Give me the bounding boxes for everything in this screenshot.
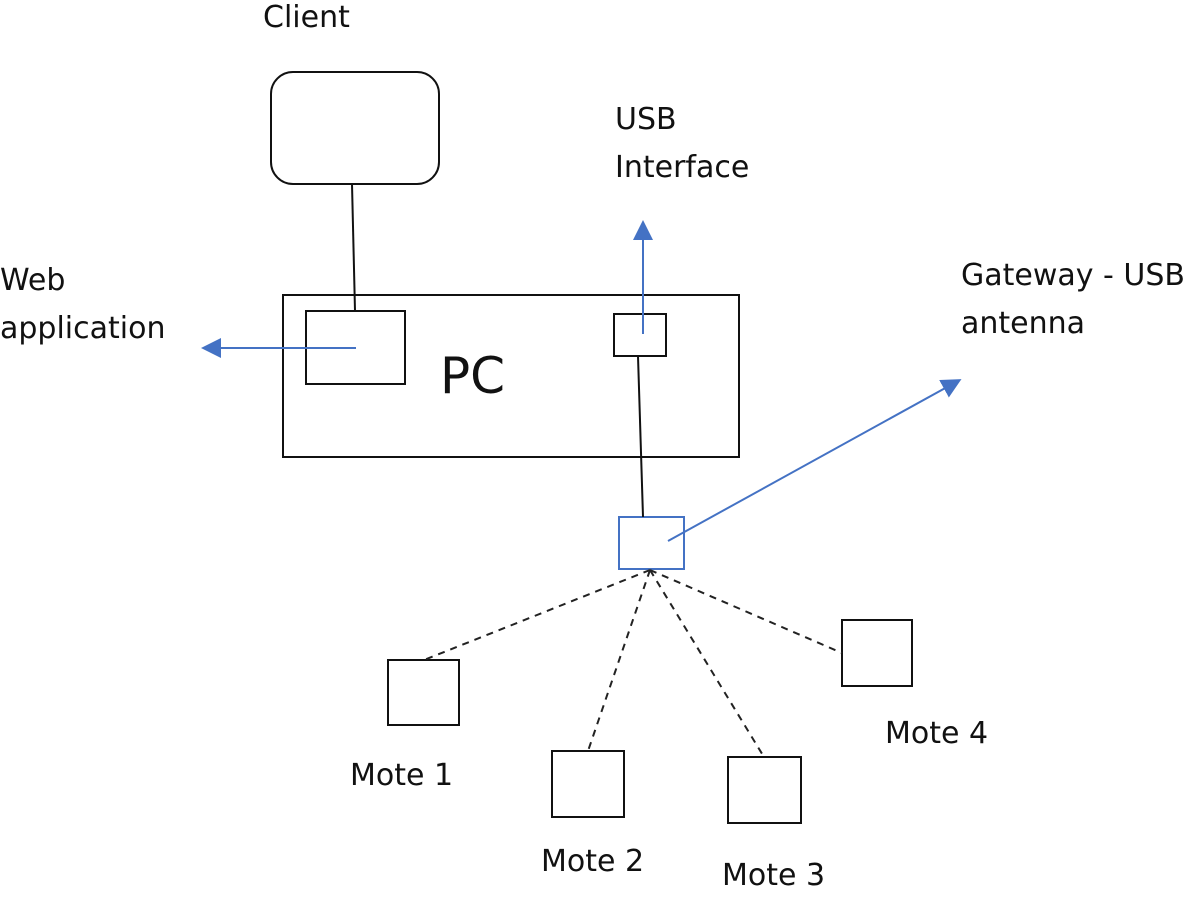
mote-1-label: Mote 1: [350, 758, 454, 793]
pc-label: PC: [440, 347, 506, 405]
usb-interface-label-line-2: Interface: [615, 150, 750, 185]
mote-3-box: [727, 756, 802, 824]
mote-2-label: Mote 2: [541, 844, 645, 879]
gateway-to-mote-4-link: [649, 569, 843, 654]
gateway-to-mote-1-link: [423, 569, 651, 661]
gateway-label-line-1: Gateway - USB: [961, 258, 1186, 293]
gateway-to-mote-3-link: [649, 569, 765, 758]
client-label: Client: [263, 0, 350, 35]
mote-4-label: Mote 4: [885, 716, 989, 751]
mote-4-box: [841, 619, 913, 687]
gateway-to-mote-2-link: [587, 569, 651, 752]
gateway-callout-arrow: [667, 379, 962, 542]
web-application-label-line-1: Web: [0, 263, 66, 298]
usb-interface-label-line-1: USB: [615, 102, 677, 137]
mote-2-box: [551, 750, 625, 818]
client-to-web-app-line: [351, 183, 356, 312]
usb-interface-box: [613, 313, 667, 357]
client-box: [270, 71, 440, 185]
web-application-label-line-2: application: [0, 311, 166, 346]
mote-3-label: Mote 3: [722, 858, 826, 893]
mote-1-box: [387, 659, 460, 726]
usb-to-gateway-line: [637, 355, 644, 518]
gateway-box: [618, 516, 685, 570]
gateway-label-line-2: antenna: [961, 306, 1086, 341]
